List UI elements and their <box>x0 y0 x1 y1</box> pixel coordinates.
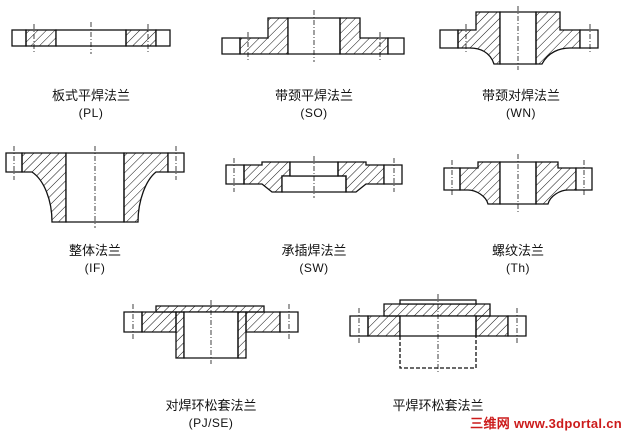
flange-so-drawing <box>221 10 405 62</box>
flange-ring-drawing <box>349 294 527 374</box>
flange-th-caption: 螺纹法兰 (Th) <box>418 243 618 277</box>
flange-pjse-abbr: (PJ/SE) <box>188 416 234 430</box>
flange-so-caption: 带颈平焊法兰 (SO) <box>214 88 414 122</box>
flange-wn-caption: 带颈对焊法兰 (WN) <box>421 88 621 122</box>
flange-wn-name: 带颈对焊法兰 <box>481 89 560 104</box>
flange-pl-abbr: (PL) <box>78 106 104 120</box>
site-watermark: 三维网 www.3dportal.cn <box>470 416 622 431</box>
flange-pl-caption: 板式平焊法兰 (PL) <box>0 88 191 122</box>
flange-pl-name: 板式平焊法兰 <box>51 89 130 104</box>
flange-ring-name: 平焊环松套法兰 <box>392 399 484 414</box>
flange-th-abbr: (Th) <box>506 261 530 275</box>
flange-if-name: 整体法兰 <box>68 244 121 259</box>
flange-pl-drawing <box>11 22 171 54</box>
flange-pjse-name: 对焊环松套法兰 <box>165 399 257 414</box>
flange-if-abbr: (IF) <box>84 261 106 275</box>
flange-sw-name: 承插焊法兰 <box>281 244 347 259</box>
flange-wn-abbr: (WN) <box>506 106 536 120</box>
flange-so-name: 带颈平焊法兰 <box>274 89 353 104</box>
flange-th-drawing <box>443 154 593 212</box>
flange-if-drawing <box>5 146 185 228</box>
flange-sw-abbr: (SW) <box>299 261 329 275</box>
flange-so-abbr: (SO) <box>300 106 328 120</box>
flange-pjse-drawing <box>123 300 299 364</box>
flange-sw-caption: 承插焊法兰 (SW) <box>214 243 414 277</box>
flange-pjse-caption: 对焊环松套法兰 (PJ/SE) <box>111 398 311 432</box>
flange-ring-caption: 平焊环松套法兰 <box>338 398 538 415</box>
flange-wn-drawing <box>439 6 599 70</box>
flange-if-caption: 整体法兰 (IF) <box>0 243 195 277</box>
flange-sw-drawing <box>225 156 403 198</box>
flange-th-name: 螺纹法兰 <box>491 244 544 259</box>
